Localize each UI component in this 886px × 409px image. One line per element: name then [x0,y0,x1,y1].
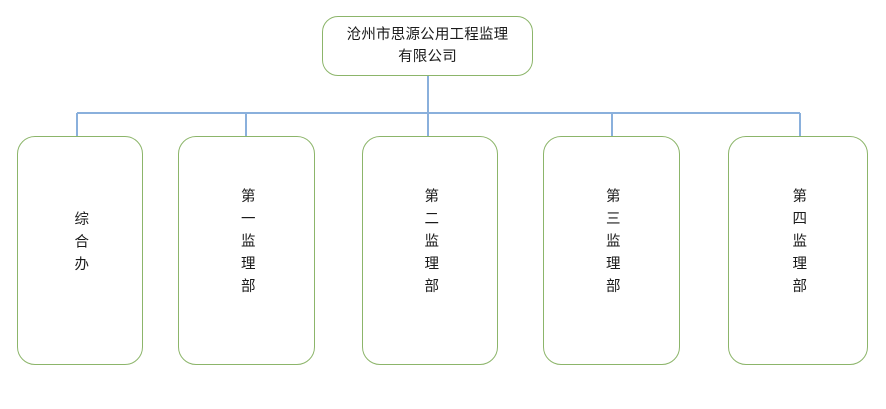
org-node-root[interactable]: 沧州市思源公用工程监理有限公司 [322,16,533,76]
org-node-label-2: 第一监理部 [238,188,255,301]
org-node-label-4: 第三监理部 [603,188,620,301]
org-node-label-3: 第二监理部 [422,188,439,301]
org-node-label-1: 综合办 [72,210,89,279]
org-node-supervision-dept-1[interactable]: 第一监理部 [178,136,315,365]
org-node-root-label: 沧州市思源公用工程监理有限公司 [346,27,509,65]
org-node-supervision-dept-2[interactable]: 第二监理部 [362,136,498,365]
org-node-supervision-dept-3[interactable]: 第三监理部 [543,136,680,365]
org-node-general-office[interactable]: 综合办 [17,136,143,365]
org-node-supervision-dept-4[interactable]: 第四监理部 [728,136,868,365]
org-node-label-5: 第四监理部 [790,188,807,301]
